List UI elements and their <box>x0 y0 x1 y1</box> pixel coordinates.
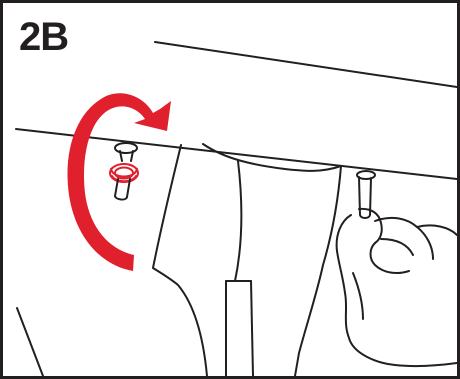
counterclockwise-rotation-arrow-icon <box>67 93 171 272</box>
assembly-illustration <box>15 41 457 376</box>
step-label: 2B <box>19 15 69 59</box>
cover-outline <box>152 144 208 376</box>
cover-right-side <box>294 165 342 376</box>
post-right <box>250 280 254 376</box>
hand-holding-pin-icon <box>335 170 457 368</box>
upper-panel-edge <box>154 41 457 88</box>
cover-inner-fold <box>234 160 243 282</box>
lower-left-edge <box>16 307 44 376</box>
middle-panel-edge <box>15 128 457 180</box>
push-pin-fastener-icon <box>109 142 139 201</box>
cover-fold <box>202 143 342 172</box>
